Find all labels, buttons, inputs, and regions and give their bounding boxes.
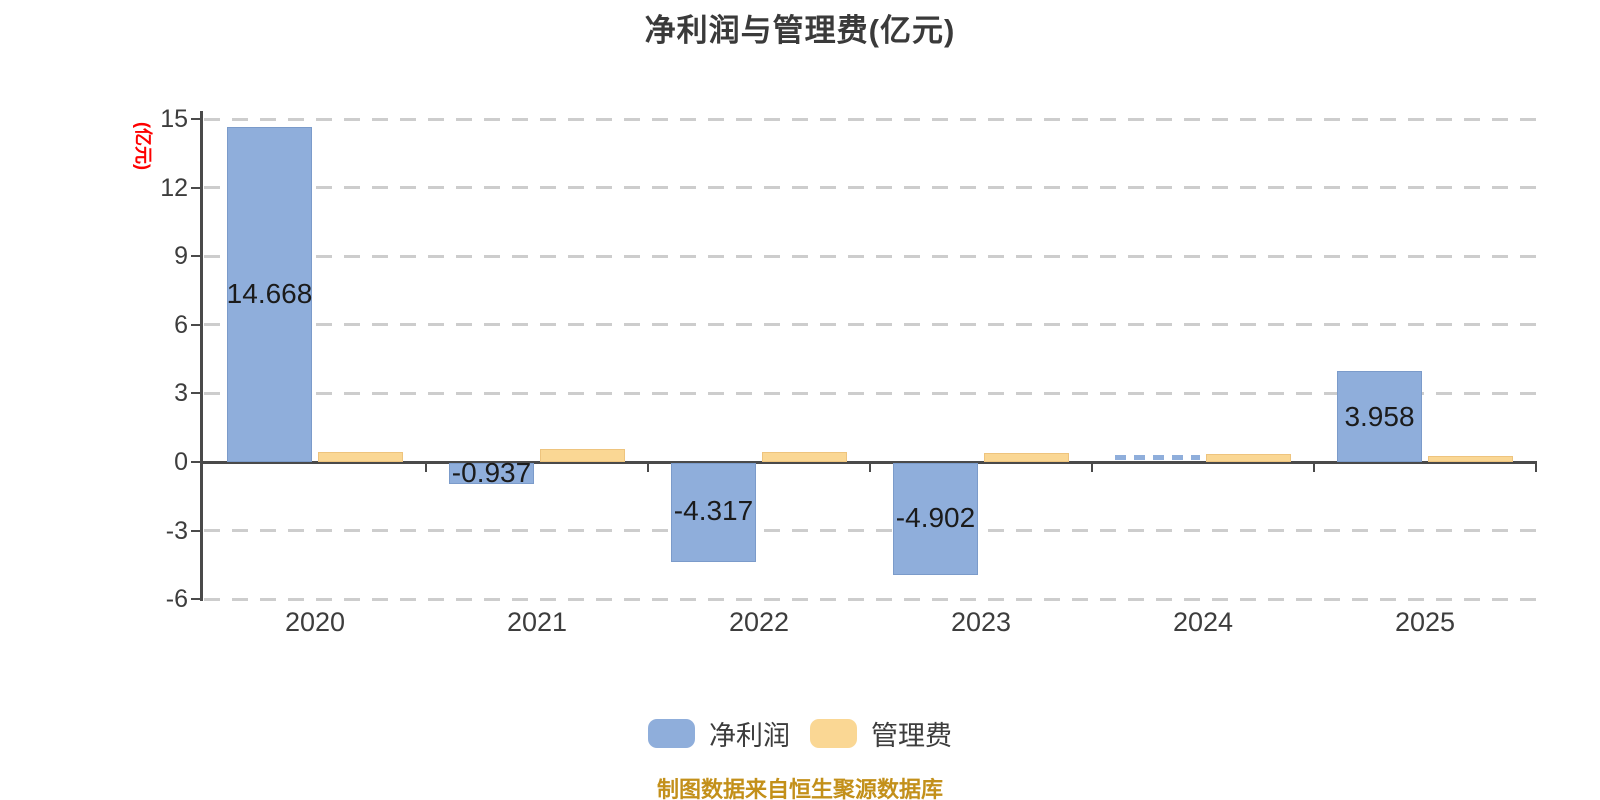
legend-label-mgmt-fee: 管理费 [871, 720, 952, 751]
bar-net-profit-2024 [1115, 455, 1200, 460]
y-axis-tick-label--3: -3 [165, 516, 188, 545]
bar-net-profit-2020 [227, 126, 312, 462]
gridline--3 [204, 529, 1537, 533]
bar-label-net-profit-2020: 14.668 [226, 278, 313, 310]
x-axis-label-2025: 2025 [1394, 607, 1456, 637]
chart-title: 净利润与管理费(亿元) [644, 13, 956, 48]
source-note: 制图数据来自恒生聚源数据库 [656, 777, 943, 800]
bar-mgmt-fee-2020 [318, 451, 403, 462]
y-axis-tickmark-12 [191, 186, 201, 189]
gridline--6 [204, 597, 1537, 601]
bar-mgmt-fee-2025 [1428, 455, 1513, 462]
bar-net-profit-2023 [893, 463, 978, 576]
legend-item-mgmt-fee: 管理费 [810, 714, 952, 753]
y-axis-tick-label-6: 6 [174, 310, 188, 339]
bar-net-profit-2022 [671, 463, 756, 562]
y-axis-tick-label-15: 15 [160, 105, 188, 133]
bar-mgmt-fee-2021 [540, 449, 625, 462]
x-axis-tickmark-1 [425, 463, 427, 472]
y-axis-tick-label-0: 0 [174, 448, 188, 476]
legend-item-net-profit: 净利润 [648, 714, 790, 753]
y-axis-tick-label-3: 3 [174, 379, 188, 408]
x-axis-tickmark-3 [869, 463, 871, 472]
y-axis-tick-label-9: 9 [174, 242, 188, 271]
bar-label-net-profit-2023: -4.902 [895, 502, 976, 534]
bar-mgmt-fee-2022 [762, 451, 847, 462]
x-axis-tickmark-5 [1313, 463, 1315, 472]
legend-label-net-profit: 净利润 [709, 720, 790, 751]
x-axis-tickmark-6 [1535, 463, 1537, 472]
bar-mgmt-fee-2024 [1206, 454, 1291, 462]
y-axis-tickmark-9 [191, 255, 201, 258]
y-axis-tickmark-3 [191, 392, 201, 395]
gridline-12 [204, 186, 1537, 190]
legend-swatch-net-profit [648, 718, 695, 748]
gridline-15 [204, 117, 1537, 121]
y-axis-tickmark--6 [191, 598, 201, 601]
y-axis-line [200, 111, 203, 601]
y-axis-tickmark-0 [191, 461, 201, 463]
y-axis-tickmark-6 [191, 323, 201, 326]
bar-mgmt-fee-2023 [984, 452, 1069, 462]
bar-net-profit-2025 [1337, 371, 1422, 462]
legend: 净利润 管理费 [0, 714, 1600, 753]
y-axis-tickmark--3 [191, 529, 201, 532]
bar-label-net-profit-2021: -0.937 [451, 456, 532, 488]
y-axis-tickmark-15 [191, 118, 201, 120]
y-axis-tick-label-12: 12 [160, 173, 188, 202]
x-axis-tickmark-4 [1091, 463, 1093, 472]
x-axis-line [200, 461, 1537, 464]
x-axis-label-2023: 2023 [950, 607, 1012, 637]
gridline-3 [204, 391, 1537, 395]
bar-net-profit-2021 [449, 463, 534, 485]
x-axis-label-2020: 2020 [284, 607, 346, 637]
gridline-9 [204, 254, 1537, 258]
bar-label-net-profit-2022: -4.317 [673, 495, 754, 527]
x-axis-label-2024: 2024 [1172, 607, 1234, 637]
bar-label-net-profit-2025: 3.958 [1344, 400, 1415, 432]
y-axis-tick-label--6: -6 [165, 585, 188, 614]
x-axis-label-2022: 2022 [728, 607, 790, 637]
legend-swatch-mgmt-fee [810, 718, 857, 748]
x-axis-label-2021: 2021 [506, 607, 568, 637]
x-axis-tickmark-2 [647, 463, 649, 472]
gridline-6 [204, 323, 1537, 327]
